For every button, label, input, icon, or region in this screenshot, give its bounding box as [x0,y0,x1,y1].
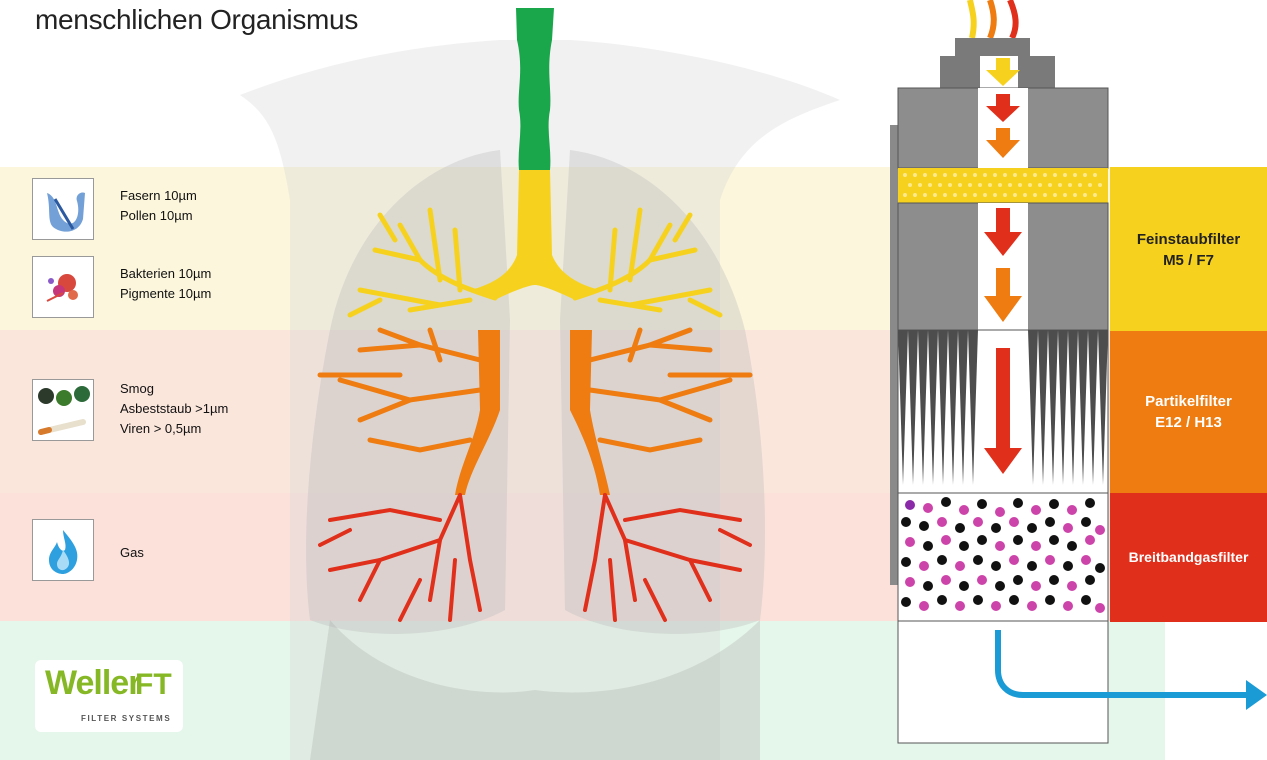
fume-red [1010,0,1016,38]
gas-filter-label: Breitbandgasfilter [1110,493,1267,622]
particle-filter-label: Partikelfilter E12 / H13 [1110,331,1267,493]
housing-side-bar [890,125,898,585]
filter-name: Feinstaubfilter [1137,229,1240,250]
connector-top [955,38,1030,56]
fume-orange [990,0,994,38]
filter-class: M5 / F7 [1163,250,1214,271]
filter-class: E12 / H13 [1155,412,1222,433]
logo-subtitle: FILTER SYSTEMS [81,714,171,723]
filter-name: Breitbandgasfilter [1129,547,1249,568]
fine-dust-filter-label: Feinstaubfilter M5 / F7 [1110,167,1267,332]
logo-suffix: FT [135,668,172,702]
filter-name: Partikelfilter [1145,391,1232,412]
fume-yellow [970,0,974,38]
weller-ft-logo: Weller FT FILTER SYSTEMS [35,660,183,732]
logo-brand: Weller [45,664,140,703]
